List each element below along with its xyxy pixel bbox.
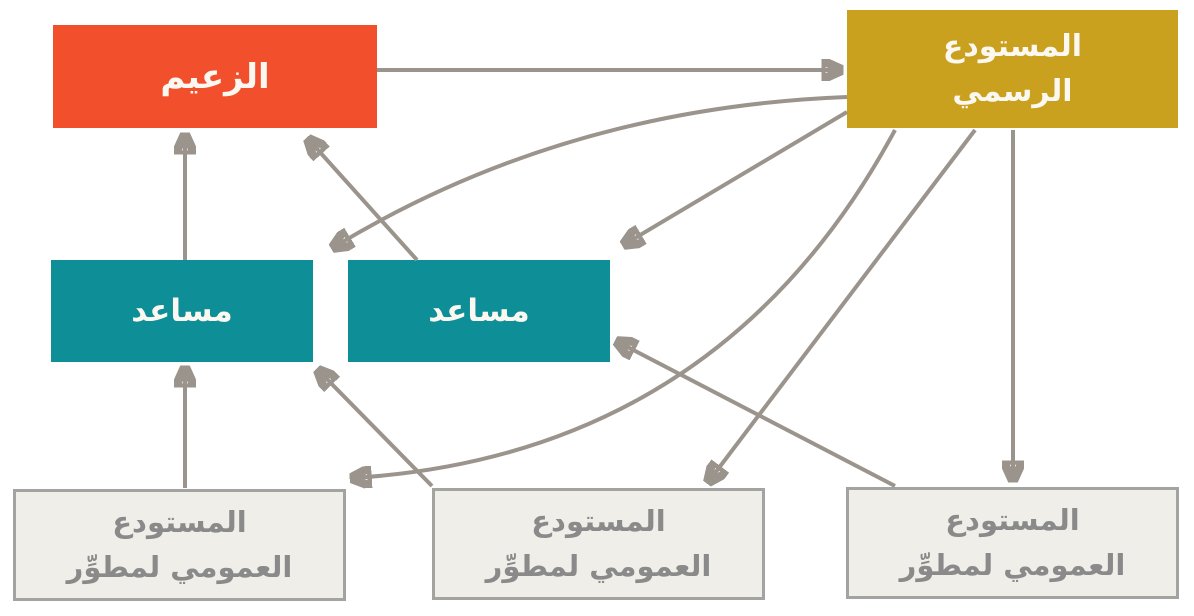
developer-public-node-3: المستودع العمومي لمطوِّر — [846, 487, 1179, 599]
developer-1-label-line2: العمومي لمطوِّر — [66, 550, 293, 584]
blessed-repository-label-line2: الرسمي — [952, 74, 1073, 109]
lieutenant-node-1: مساعد — [51, 260, 313, 362]
arrow-developer3-to-lieutenant2 — [618, 342, 896, 488]
arrow-blessed-to-lieutenant1 — [334, 95, 848, 247]
developer-3-label-line2: العمومي لمطوِّر — [899, 548, 1126, 582]
blessed-repository-label-line1: المستودع — [942, 29, 1083, 64]
arrow-developer2-to-lieutenant1 — [319, 371, 434, 488]
developer-2-label-line1: المستودع — [531, 504, 666, 538]
arrow-lieutenant2-to-dictator — [309, 140, 419, 262]
developer-2-label-line2: العمومي لمطوِّر — [485, 549, 712, 583]
developer-1-label-line1: المستودع — [112, 505, 247, 539]
developer-3-label-line1: المستودع — [945, 503, 1080, 537]
dictator-node: الزعيم — [53, 25, 377, 128]
developer-public-node-2: المستودع العمومي لمطوِّر — [432, 488, 765, 600]
dictator-label: الزعيم — [160, 56, 270, 97]
lieutenant-2-label: مساعد — [428, 293, 530, 329]
blessed-repository-node: المستودع الرسمي — [847, 10, 1178, 128]
lieutenant-node-2: مساعد — [348, 260, 610, 362]
lieutenant-1-label: مساعد — [131, 293, 233, 329]
arrow-blessed-to-developer2 — [709, 128, 977, 481]
developer-public-node-1: المستودع العمومي لمطوِّر — [13, 489, 346, 601]
arrow-blessed-to-lieutenant2 — [625, 110, 849, 244]
